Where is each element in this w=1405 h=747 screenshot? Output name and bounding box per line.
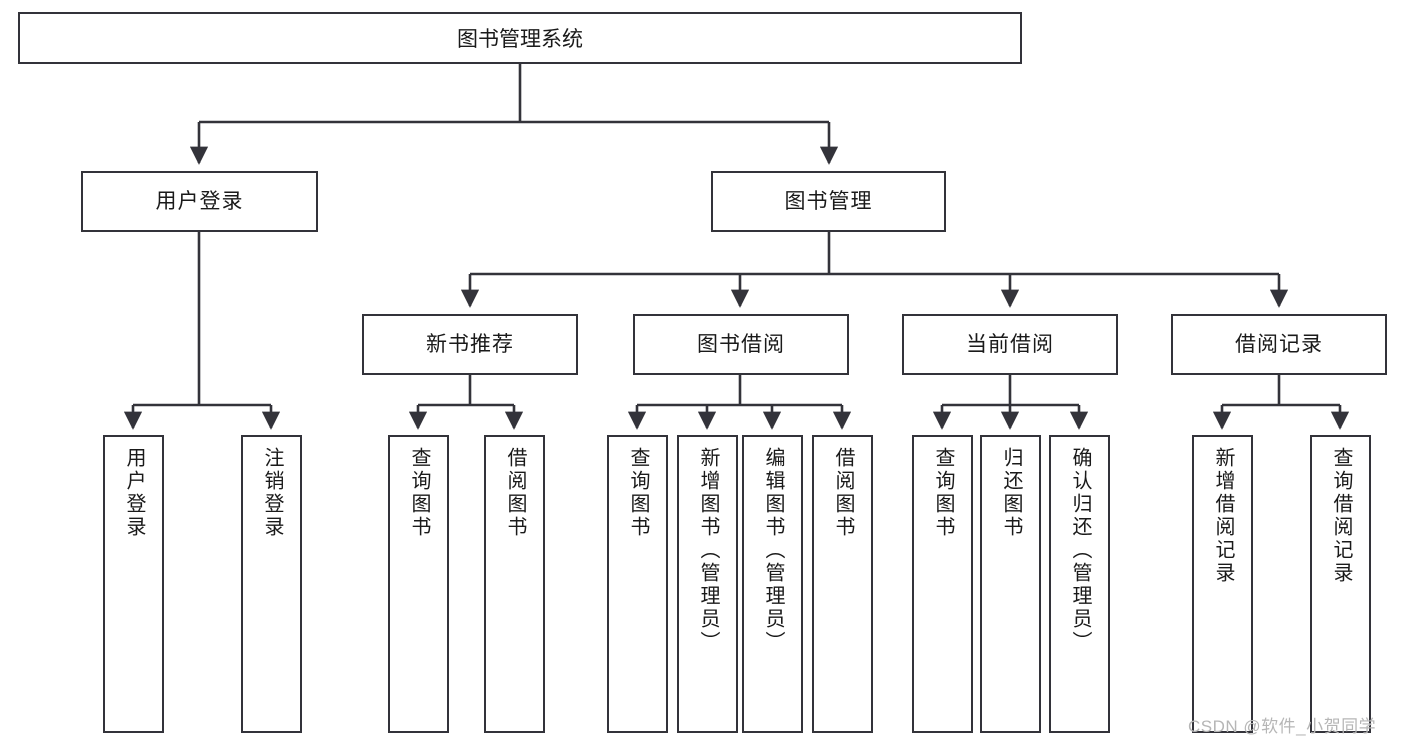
leaf-label: 查询图书 — [932, 447, 954, 539]
node-new-book-recommend-label: 新书推荐 — [426, 332, 514, 356]
leaf-record-query-record[interactable]: 查询借阅记录 — [1310, 435, 1371, 733]
leaf-user-login-logout[interactable]: 注销登录 — [241, 435, 302, 733]
leaf-label: 查询借阅记录 — [1330, 447, 1352, 585]
leaf-label: 借阅图书 — [504, 447, 526, 539]
watermark: CSDN @软件_小贺同学 — [1188, 717, 1377, 736]
leaf-current-confirm-return[interactable]: 确认归还（管理员） — [1049, 435, 1110, 733]
leaf-label: 确认归还（管理员） — [1069, 447, 1091, 654]
node-book-management[interactable]: 图书管理 — [711, 171, 946, 232]
leaf-label: 借阅图书 — [832, 447, 854, 539]
leaf-borrow-query-book[interactable]: 查询图书 — [607, 435, 668, 733]
leaf-record-add-record[interactable]: 新增借阅记录 — [1192, 435, 1253, 733]
node-root[interactable]: 图书管理系统 — [18, 12, 1022, 64]
leaf-current-query-book[interactable]: 查询图书 — [912, 435, 973, 733]
leaf-label: 查询图书 — [408, 447, 430, 539]
node-new-book-recommend[interactable]: 新书推荐 — [362, 314, 578, 375]
node-current-borrow[interactable]: 当前借阅 — [902, 314, 1118, 375]
leaf-borrow-add-book[interactable]: 新增图书（管理员） — [677, 435, 738, 733]
leaf-user-login-login[interactable]: 用户登录 — [103, 435, 164, 733]
node-borrow-record[interactable]: 借阅记录 — [1171, 314, 1387, 375]
leaf-label: 查询图书 — [627, 447, 649, 539]
node-book-borrow[interactable]: 图书借阅 — [633, 314, 849, 375]
leaf-current-return-book[interactable]: 归还图书 — [980, 435, 1041, 733]
leaf-label: 新增借阅记录 — [1212, 447, 1234, 585]
node-book-management-label: 图书管理 — [784, 189, 873, 213]
leaf-borrow-edit-book[interactable]: 编辑图书（管理员） — [742, 435, 803, 733]
leaf-label: 用户登录 — [123, 447, 145, 539]
node-borrow-record-label: 借阅记录 — [1235, 332, 1323, 356]
leaf-label: 注销登录 — [261, 447, 283, 539]
node-user-login-label: 用户登录 — [155, 189, 244, 213]
leaf-recommend-query-book[interactable]: 查询图书 — [388, 435, 449, 733]
leaf-label: 编辑图书（管理员） — [762, 447, 784, 654]
node-root-label: 图书管理系统 — [457, 28, 583, 51]
leaf-label: 归还图书 — [1000, 447, 1022, 539]
leaf-label: 新增图书（管理员） — [697, 447, 719, 654]
leaf-borrow-borrow-book[interactable]: 借阅图书 — [812, 435, 873, 733]
node-book-borrow-label: 图书借阅 — [697, 332, 785, 356]
leaf-recommend-borrow-book[interactable]: 借阅图书 — [484, 435, 545, 733]
node-user-login[interactable]: 用户登录 — [81, 171, 318, 232]
node-current-borrow-label: 当前借阅 — [966, 332, 1054, 356]
